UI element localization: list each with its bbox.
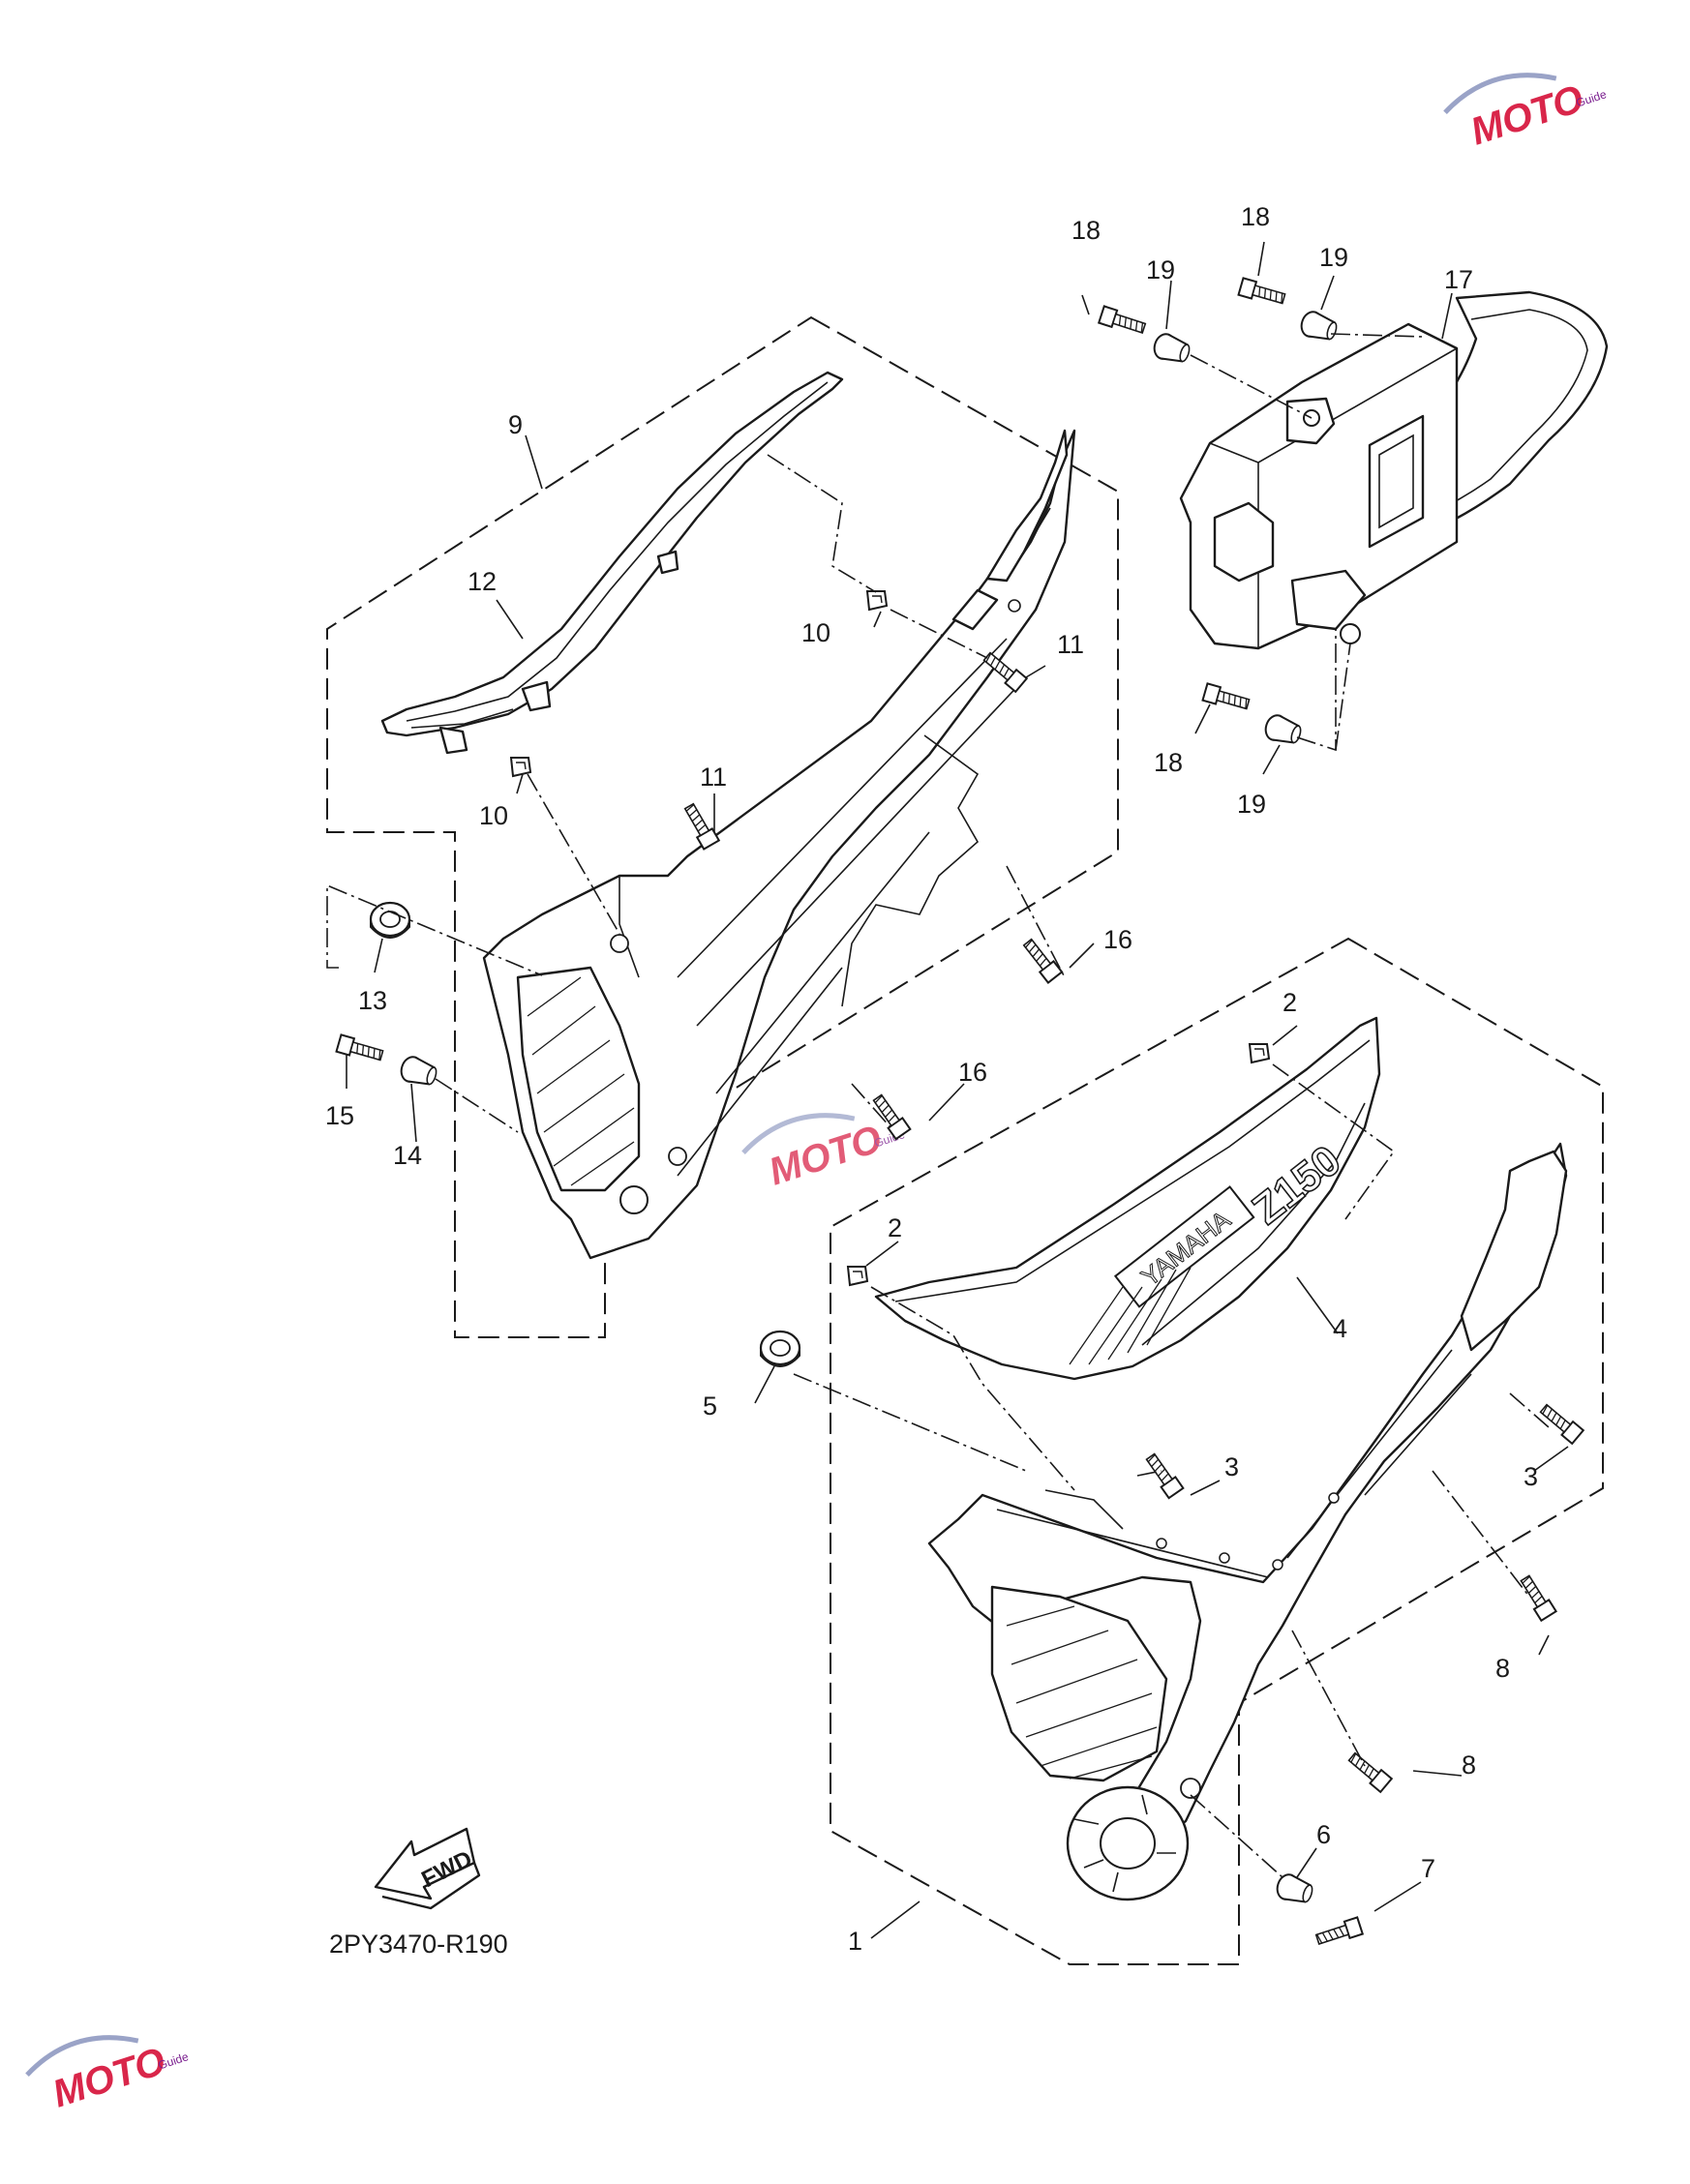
watermark-bottom-left: MOTO Guide — [25, 2035, 191, 2116]
callout-18-left: 18 — [1071, 216, 1101, 245]
callout-leaders — [346, 241, 1569, 1939]
hardware-6-collar — [1273, 1870, 1316, 1908]
hardware-18-screw-c — [1201, 682, 1252, 714]
callout-2-lower: 2 — [888, 1213, 902, 1242]
hardware-19-collar-a — [1150, 330, 1193, 368]
part-4-emblem-panel: YAMAHA Z150 — [874, 1016, 1381, 1381]
callout-3-right: 3 — [1524, 1462, 1538, 1491]
callout-8-lower: 8 — [1462, 1750, 1476, 1780]
callout-11-center: 11 — [700, 763, 727, 792]
diagram-code: 2PY3470-R190 — [329, 1930, 508, 1959]
part-9-left-side-cover — [482, 429, 1076, 1260]
callout-17: 17 — [1444, 265, 1473, 294]
hardware-8-screw-a — [1516, 1572, 1557, 1622]
hardware-2-clip-b — [847, 1266, 868, 1286]
callout-19-left: 19 — [1146, 255, 1175, 284]
callout-14-label-15: 15 — [325, 1101, 354, 1130]
callout-14: 14 — [393, 1141, 422, 1170]
callout-9: 9 — [508, 410, 523, 439]
watermark-top-right: MOTO Guide — [1443, 73, 1609, 154]
hardware-19-collar-b — [1297, 308, 1341, 345]
callout-7: 7 — [1421, 1854, 1435, 1883]
callout-16-lower: 16 — [958, 1058, 987, 1087]
hardware-14-collar — [397, 1053, 440, 1091]
part-17-battery-bracket — [1179, 290, 1609, 650]
callout-10-lower: 10 — [479, 801, 508, 830]
callout-11-right: 11 — [1057, 630, 1084, 659]
hardware-10-clip-b — [510, 757, 531, 777]
hardware-7-screw — [1313, 1916, 1364, 1949]
callout-4: 4 — [1333, 1314, 1347, 1343]
part-12-upper-trim — [380, 371, 844, 755]
hardware-10-clip-a — [866, 590, 888, 611]
callout-19-right: 19 — [1319, 243, 1348, 272]
part-1-right-side-cover — [927, 1142, 1568, 1901]
callout-5: 5 — [703, 1391, 717, 1421]
watermark-text: MOTO — [1465, 77, 1588, 154]
hardware-3-screw-b — [1536, 1400, 1584, 1445]
callout-10-upper: 10 — [801, 618, 830, 647]
hardware-19-collar-c — [1261, 711, 1305, 749]
fwd-direction-arrow: FWD — [374, 1827, 481, 1910]
watermark-text-center: MOTO — [764, 1118, 887, 1194]
hardware-18-screw-a — [1098, 305, 1148, 338]
callout-8-upper: 8 — [1495, 1654, 1510, 1683]
hardware-18-screw-b — [1237, 277, 1287, 309]
callout-16-upper: 16 — [1103, 925, 1132, 954]
hardware-8-screw-b — [1344, 1749, 1393, 1793]
hardware-3-screw-a — [1142, 1451, 1185, 1500]
callout-3-middle: 3 — [1224, 1452, 1239, 1481]
assembly-lead-lines — [326, 333, 1550, 1878]
callout-12: 12 — [468, 567, 497, 596]
callout-19-lower: 19 — [1237, 790, 1266, 819]
hardware-2-clip-a — [1249, 1043, 1270, 1063]
hardware-15-screw — [335, 1033, 385, 1065]
callout-6: 6 — [1316, 1820, 1331, 1849]
hardware-11-screw-b — [680, 800, 720, 851]
callout-1: 1 — [848, 1927, 862, 1956]
callout-labels: 1 2 2 3 3 4 5 6 7 8 8 9 10 10 11 11 12 1… — [325, 202, 1538, 1956]
group-outline-right-cover — [830, 937, 1604, 1965]
callout-2-upper: 2 — [1283, 988, 1297, 1017]
hardware-5-grommet — [759, 1330, 801, 1368]
watermark-text-bottom: MOTO — [47, 2040, 170, 2116]
hardware-13-grommet — [369, 901, 411, 940]
callout-18-right: 18 — [1241, 202, 1270, 231]
callout-13: 13 — [358, 986, 387, 1015]
callout-18-lower: 18 — [1154, 748, 1183, 777]
